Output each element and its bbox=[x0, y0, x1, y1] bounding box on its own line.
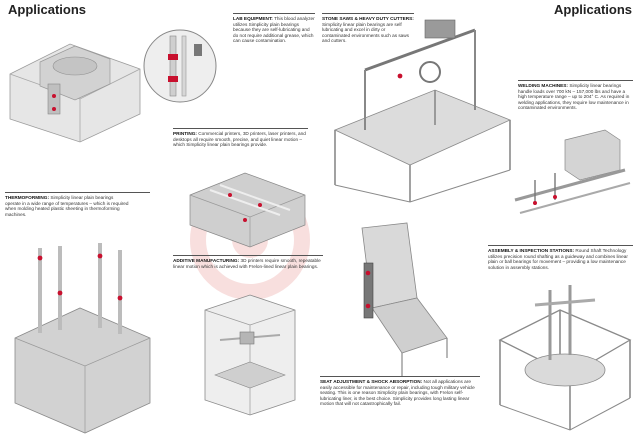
assembly-title: ASSEMBLY & INSPECTION STATIONS: bbox=[488, 248, 575, 253]
welding-rule bbox=[518, 80, 633, 81]
additive-title: ADDITIVE MANUFACTURING: bbox=[173, 258, 240, 263]
additive-text: 3D printers require smooth, repeatable l… bbox=[173, 258, 321, 269]
stone-title: STONE SAWS & HEAVY DUTY CUTTERS: bbox=[322, 16, 414, 21]
seat-rule bbox=[320, 376, 480, 377]
lab-description: LAB EQUIPMENT: This blood analyzer utili… bbox=[233, 16, 315, 44]
assembly-station-illustration bbox=[498, 285, 632, 431]
thermo-rule bbox=[5, 192, 150, 193]
additive-rule bbox=[173, 255, 323, 256]
printing-rule bbox=[173, 128, 308, 129]
thermo-text: Simplicity linear plain bearings operate… bbox=[5, 195, 129, 217]
welding-machine-illustration bbox=[514, 129, 631, 214]
printing-text: Commercial printers, 3D printers, laser … bbox=[173, 131, 306, 148]
assembly-description: ASSEMBLY & INSPECTION STATIONS: Round Sh… bbox=[488, 248, 633, 270]
stone-saw-illustration bbox=[333, 19, 512, 203]
lab-zoom-detail bbox=[143, 29, 217, 103]
stone-rule bbox=[322, 13, 414, 14]
printing-description: PRINTING: Commercial printers, 3D printe… bbox=[173, 131, 313, 148]
assembly-text: Round Shaft Technology utilizes precisio… bbox=[488, 248, 628, 270]
printing-title: PRINTING: bbox=[173, 131, 197, 136]
stone-text: Simplicity linear plain bearings are sel… bbox=[322, 21, 410, 44]
seat-text: Not all applications are easily accessib… bbox=[320, 379, 475, 407]
thermoforming-illustration bbox=[14, 243, 151, 434]
welding-title: WELDING MACHINES: bbox=[518, 83, 568, 88]
stone-description: STONE SAWS & HEAVY DUTY CUTTERS: Simplic… bbox=[322, 16, 414, 44]
assembly-rule bbox=[488, 245, 633, 246]
lab-analyzer-illustration bbox=[9, 43, 141, 143]
thermo-title: THERMOFORMING: bbox=[5, 195, 50, 200]
additive-description: ADDITIVE MANUFACTURING: 3D printers requ… bbox=[173, 258, 323, 269]
printer-illustration bbox=[189, 172, 306, 248]
welding-description: WELDING MACHINES: Simplicity linear bear… bbox=[518, 83, 633, 111]
thermo-description: THERMOFORMING: Simplicity linear plain b… bbox=[5, 195, 130, 217]
page-title-left: Applications bbox=[8, 2, 87, 17]
lab-rule bbox=[233, 13, 315, 14]
3d-printer-illustration bbox=[204, 294, 296, 416]
lab-title: LAB EQUIPMENT: bbox=[233, 16, 273, 21]
page-title-right: Applications bbox=[553, 2, 632, 17]
welding-text: Simplicity linear bearings handle loads … bbox=[518, 83, 630, 111]
seat-title: SEAT ADJUSTMENT & SHOCK ABSORPTION: bbox=[320, 379, 423, 384]
vehicle-seat-illustration bbox=[361, 222, 448, 376]
lab-text: This blood analyzer utilizes Simplicity … bbox=[233, 16, 315, 44]
seat-description: SEAT ADJUSTMENT & SHOCK ABSORPTION: Not … bbox=[320, 379, 480, 407]
